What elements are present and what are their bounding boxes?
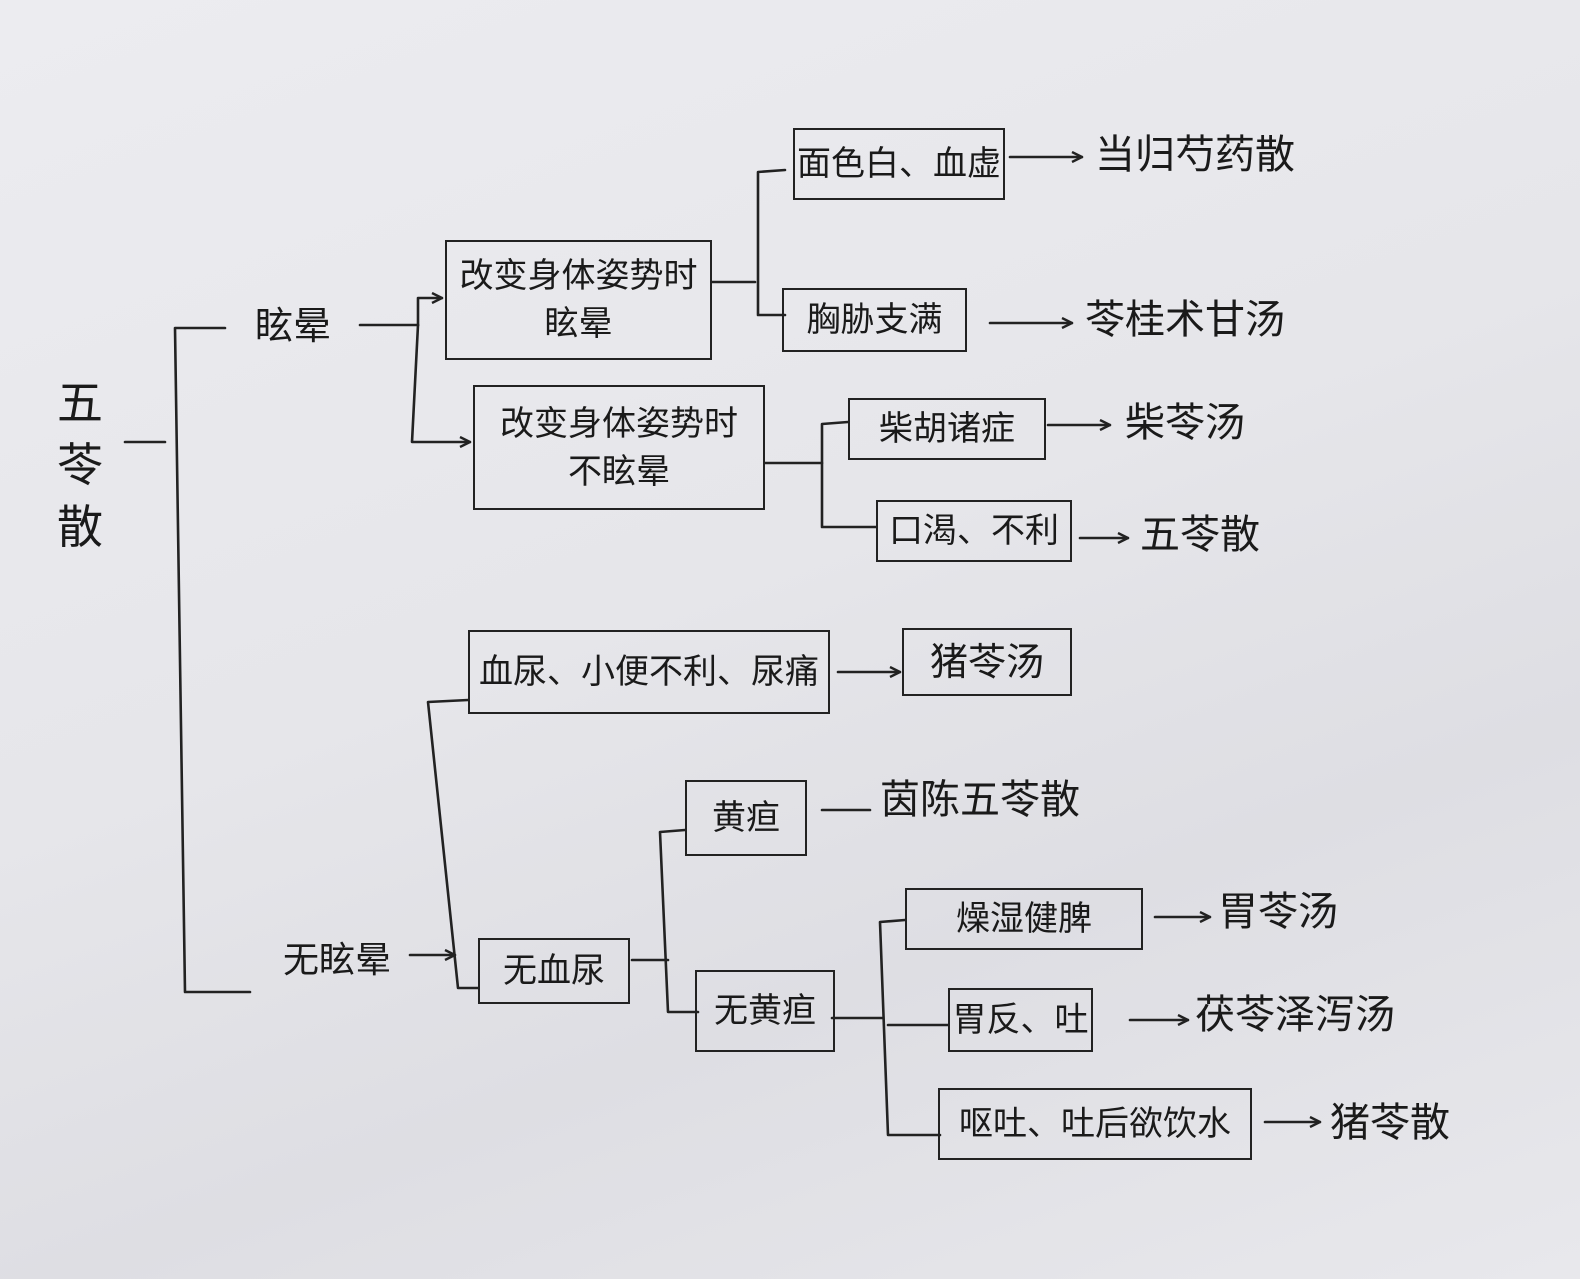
node-no-jaundice: 无黄疸 — [695, 970, 835, 1052]
node-posture-not-dizzy: 改变身体姿势时 不眩晕 — [473, 385, 765, 510]
result-linggui-zhugan-tang: 苓桂术甘汤 — [1085, 297, 1285, 343]
root-char-2: 苓 — [57, 438, 103, 492]
node-dizzy: 眩晕 — [254, 304, 331, 348]
result-weiling-tang: 胃苓汤 — [1218, 889, 1338, 935]
result-zhuling-san: 猪苓散 — [1330, 1100, 1450, 1146]
node-chaihu-signs: 柴胡诸症 — [848, 398, 1046, 460]
result-zhuling-tang: 猪苓汤 — [902, 628, 1072, 696]
node-no-hematuria: 无血尿 — [478, 938, 630, 1004]
node-vomit-drink: 呕吐、吐后欲饮水 — [938, 1088, 1252, 1160]
node-thirst-urine: 口渴、不利 — [876, 500, 1072, 562]
root-char-1: 五 — [57, 376, 103, 430]
result-fuling-zexie-tang: 茯苓泽泻汤 — [1195, 992, 1395, 1038]
result-wuling-san: 五苓散 — [1140, 512, 1260, 558]
result-chailing-tang: 柴苓汤 — [1125, 400, 1245, 446]
node-no-dizzy: 无眩晕 — [282, 940, 391, 981]
root-wuling-san: 五 苓 散 — [40, 360, 120, 570]
posture-dizzy-line1: 改变身体姿势时 — [459, 256, 698, 296]
node-chest-fullness: 胸胁支满 — [782, 288, 967, 352]
node-pale-blood-deficiency: 面色白、血虚 — [793, 128, 1005, 200]
posture-not-dizzy-line2: 不眩晕 — [568, 451, 670, 492]
node-hematuria-pain: 血尿、小便不利、尿痛 — [468, 630, 830, 714]
posture-dizzy-line2: 眩晕 — [544, 304, 613, 344]
node-damp-spleen: 燥湿健脾 — [905, 888, 1143, 950]
root-char-3: 散 — [57, 500, 103, 554]
node-jaundice: 黄疸 — [685, 780, 807, 856]
result-danggui-shaoyao-san: 当归芍药散 — [1095, 132, 1295, 178]
result-yinchen-wuling-san: 茵陈五苓散 — [880, 777, 1080, 823]
posture-not-dizzy-line1: 改变身体姿势时 — [500, 403, 738, 444]
node-posture-dizzy: 改变身体姿势时 眩晕 — [445, 240, 712, 360]
node-stomach-vomit: 胃反、吐 — [948, 988, 1093, 1052]
